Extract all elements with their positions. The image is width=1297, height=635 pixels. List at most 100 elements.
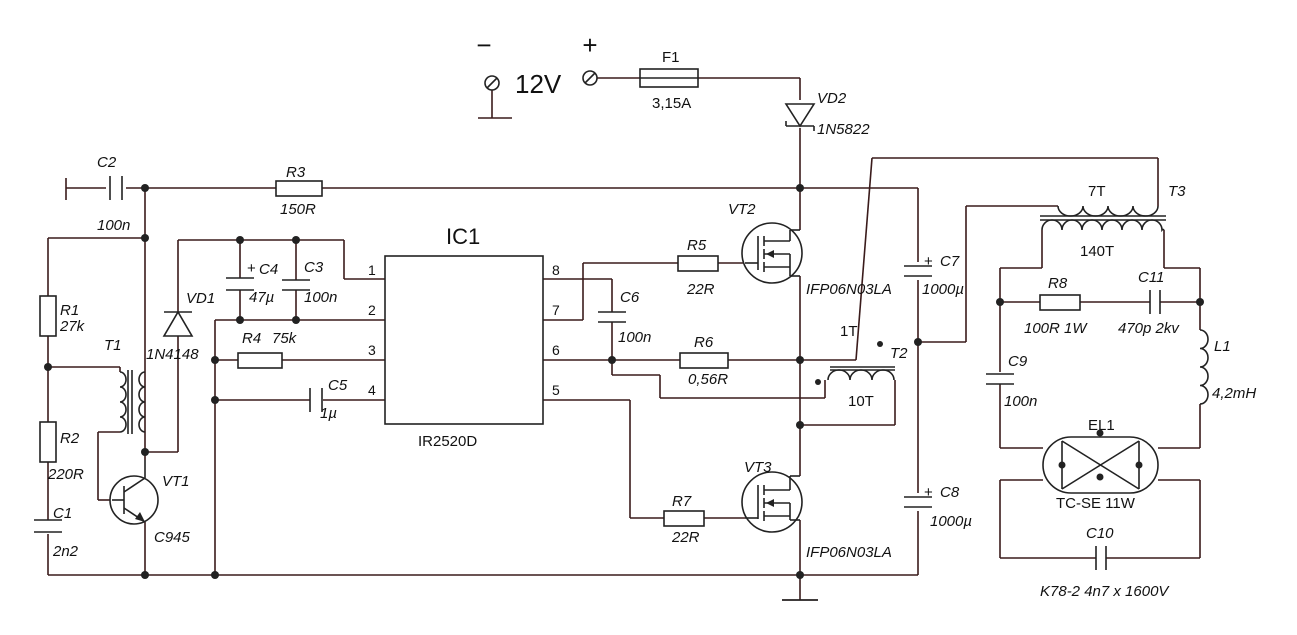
c6-ref: C6 [620,289,640,306]
resistor-r5: R5 22R [677,237,719,298]
transformer-t2: T2 1T 10T [815,323,908,410]
minus-sign: − [476,30,491,60]
el1-part: TC-SE 11W [1056,495,1136,512]
c1-value: 2n2 [52,543,79,560]
c10-ref: C10 [1086,525,1114,542]
fuse-f1: F1 3,15A [639,49,699,112]
c4-polarity: + [247,260,256,277]
resistor-r6: R6 0,56R [679,334,729,388]
t3-primary-turns: 7T [1088,183,1106,200]
diode-vd1: VD1 1N4148 [146,290,215,363]
ic1-ref: IC1 [446,224,480,249]
resistor-r1: R1 27k [39,295,86,337]
c8-value: 1000µ [930,513,972,530]
t2-secondary-turns: 10T [848,393,874,410]
lamp-el1: EL1 TC-SE 11W [1042,417,1159,512]
vt2-ref: VT2 [728,201,756,218]
r2-ref: R2 [60,430,80,447]
c4-value: 47µ [249,289,274,306]
vd1-ref: VD1 [186,290,215,307]
vd2-part: 1N5822 [817,121,870,138]
ic1-pin-1: 1 [368,262,376,278]
ic1-pin-3: 3 [368,342,376,358]
positive-terminal [582,70,598,86]
capacitor-c11: C11 470p 2kv [1118,269,1180,337]
ic1-pin-7: 7 [552,302,560,318]
r8-value: 100R 1W [1024,320,1088,337]
capacitor-c10: C10 K78-2 4n7 x 1600V [1040,525,1170,600]
r7-value: 22R [671,529,700,546]
r5-ref: R5 [687,237,707,254]
resistor-r2: R2 220R [39,421,84,483]
capacitor-c1: C1 2n2 [34,505,79,560]
r1-value: 27k [59,318,86,335]
capacitor-c3: C3 100n [282,259,337,306]
vt3-part: IFP06N03LA [806,544,892,561]
c4-ref: C4 [259,261,278,278]
c10-value: K78-2 4n7 x 1600V [1040,583,1170,600]
ic1-part: IR2520D [418,433,477,450]
vd2-ref: VD2 [817,90,847,107]
r4-value: 75k [272,330,298,347]
ic1-pin-2: 2 [368,302,376,318]
c3-value: 100n [304,289,337,306]
ic-ir2520d: IC1 IR2520D 1 2 3 4 5 6 7 8 [368,224,560,450]
wires [47,77,1201,601]
power-input: − + 12V [476,30,598,99]
c8-ref: C8 [940,484,960,501]
r1-ref: R1 [60,302,79,319]
l1-value: 4,2mH [1212,385,1256,402]
resistor-r3: R3 150R [275,164,323,218]
t1-ref: T1 [104,337,122,354]
f1-ref: F1 [662,49,680,66]
diode-vd2: VD2 1N5822 [784,90,870,138]
c9-value: 100n [1004,393,1037,410]
r5-value: 22R [686,281,715,298]
c11-ref: C11 [1138,269,1164,286]
capacitor-c9: C9 100n [986,353,1037,410]
t2-primary-turns: 1T [840,323,858,340]
capacitor-c4: + C4 47µ [226,260,278,306]
mosfet-vt2: VT2 IFP06N03LA [728,201,892,298]
r4-ref: R4 [242,330,261,347]
c3-ref: C3 [304,259,324,276]
f1-value: 3,15A [652,95,691,112]
r6-value: 0,56R [688,371,728,388]
l1-ref: L1 [1214,338,1231,355]
t3-secondary-turns: 140T [1080,243,1114,260]
plus-sign: + [582,30,597,60]
t2-ref: T2 [890,345,908,362]
resistor-r7: R7 22R [663,493,705,546]
c7-value: 1000µ [922,281,964,298]
vt2-part: IFP06N03LA [806,281,892,298]
c11-value: 470p 2kv [1118,320,1180,337]
r6-ref: R6 [694,334,714,351]
ic1-pin-5: 5 [552,382,560,398]
capacitor-c7: + C7 1000µ [904,253,964,298]
r2-value: 220R [47,466,84,483]
ic1-pin-6: 6 [552,342,560,358]
c1-ref: C1 [53,505,72,522]
c2-ref: C2 [97,154,117,171]
vt1-part: C945 [154,529,191,546]
capacitor-c8: + C8 1000µ [904,484,972,530]
c7-polarity: + [924,253,933,270]
capacitor-c5: C5 1µ [309,377,348,422]
ic1-pin-8: 8 [552,262,560,278]
c6-value: 100n [618,329,651,346]
capacitor-c6: C6 100n [598,289,651,346]
resistor-r4: R4 75k [237,330,298,369]
c8-polarity: + [924,484,933,501]
transistor-vt1: VT1 C945 [109,460,191,546]
negative-terminal [484,75,500,91]
mosfet-vt3: VT3 IFP06N03LA [741,459,892,561]
ic1-pin-4: 4 [368,382,376,398]
junction-dots [44,184,1204,579]
inductor-l1: L1 4,2mH [1199,329,1256,405]
transformer-t1: T1 [104,337,146,434]
c7-ref: C7 [940,253,960,270]
c2-value: 100n [97,217,130,234]
r7-ref: R7 [672,493,692,510]
resistor-r8: R8 100R 1W [1024,275,1088,337]
